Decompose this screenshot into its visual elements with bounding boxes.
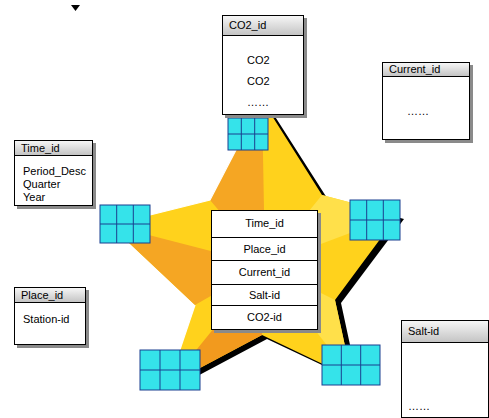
table-row: Period_Desc [15,165,92,178]
table-body: …… [402,343,488,415]
field-name: Year [23,191,45,204]
table-icon [350,200,400,240]
fact-row: Current_id [212,260,317,284]
field-name: CO2 [247,50,270,71]
table-name: Current_id [389,63,440,76]
table-icon [140,350,200,390]
table-body: Station-id [15,303,85,326]
table-header: Place_id [15,288,85,303]
table-name: CO2_id [229,16,266,35]
key-field: Current_id [239,261,290,284]
key-field: CO2-id [247,306,282,329]
table-row: …… [223,92,303,113]
fact-row: Place_id [212,237,317,260]
table-row: …… [383,101,469,121]
dimension-table: Place_idStation-id [14,287,86,345]
table-icon [228,118,268,150]
small-marker [71,5,80,11]
field-name: Quarter [23,178,60,191]
fact-table: Time_idPlace_idCurrent_idSalt-idCO2-id [211,210,318,330]
field-name: …… [247,92,269,113]
field-name: …… [408,397,430,415]
star-body [110,100,398,385]
table-icon [322,345,380,385]
table-row: Quarter [15,178,92,191]
key-field: Place_id [243,238,285,260]
field-name: Period_Desc [23,165,86,178]
table-header: Time_id [15,141,92,156]
table-row: CO2 [223,50,303,71]
table-header: CO2_id [223,16,303,36]
table-body: Period_DescQuarterYear [15,156,92,204]
table-name: Salt-id [408,321,439,342]
dimension-table: CO2_idCO2CO2…… [222,15,304,115]
fact-row: Time_id [212,211,317,237]
table-name: Time_id [21,141,60,155]
fact-row: CO2-id [212,305,317,329]
table-body: CO2CO2…… [223,36,303,113]
field-name: CO2 [247,71,270,92]
table-row: …… [402,397,488,415]
key-field: Salt-id [249,285,280,305]
dimension-table: Salt-id …… [401,320,489,418]
table-row: CO2 [223,71,303,92]
fact-row: Salt-id [212,284,317,305]
dimension-table: Time_idPeriod_DescQuarterYear [14,140,93,206]
table-icon [100,205,150,243]
field-name: …… [407,101,429,121]
table-row: Station-id [15,312,85,326]
field-name: Station-id [23,312,69,326]
table-body: …… [383,77,469,121]
table-header: Current_id [383,63,469,77]
table-name: Place_id [21,288,63,302]
table-header: Salt-id [402,321,488,343]
key-field: Time_id [245,211,284,236]
table-row: Year [15,191,92,204]
dimension-table: Current_id …… [382,62,470,140]
